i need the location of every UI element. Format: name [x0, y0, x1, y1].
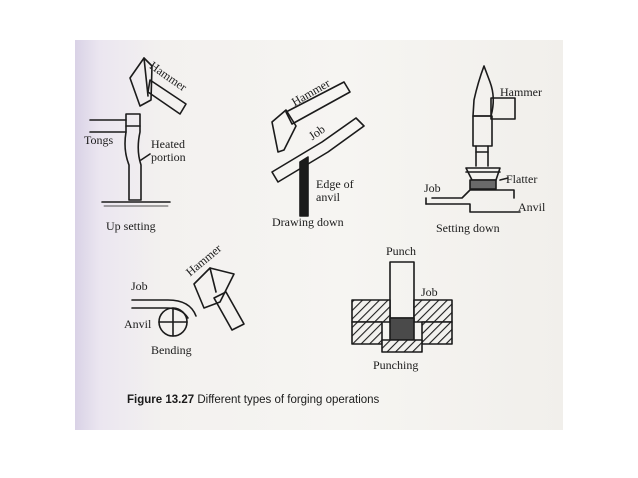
setting-flatter-label: Flatter: [506, 172, 538, 186]
punching-die-right: [421, 321, 453, 345]
setting-hammer-handle: [490, 97, 516, 120]
punching-drawing: [351, 261, 453, 353]
drawing-job-bar: [271, 117, 365, 183]
drawing-edge-label: Edge of: [316, 177, 354, 191]
figure-number: Figure 13.27: [127, 394, 195, 406]
punching-title: Punching: [373, 358, 419, 372]
figure-caption-text: Different types of forging operations: [197, 394, 380, 406]
upsetting-tongs-label: Tongs: [84, 133, 114, 147]
punching-die-left: [351, 321, 383, 345]
drawing-anvil-label: anvil: [316, 190, 340, 204]
bending-job-label: Job: [131, 279, 148, 293]
punching-job-left: [351, 299, 391, 323]
setting-down-drawing: [425, 65, 521, 213]
upsetting-drawing: [89, 57, 187, 207]
upsetting-hammer-head: [129, 57, 153, 107]
drawing-hammer-handle: [285, 81, 351, 125]
setting-job: [431, 189, 515, 199]
upsetting-workpiece: [124, 113, 142, 201]
bending-anvil-label: Anvil: [124, 317, 152, 331]
setting-job-label: Job: [424, 181, 441, 195]
punch-tool: [389, 261, 415, 319]
punching-slug: [389, 317, 415, 341]
upsetting-heated-pointer: [140, 153, 151, 161]
setting-down-title: Setting down: [436, 221, 500, 235]
punching-punch-label: Punch: [386, 244, 416, 258]
drawing-down-title: Drawing down: [272, 215, 344, 229]
bending-drawing: [131, 267, 245, 337]
scanned-page: [75, 40, 563, 430]
setting-anvil-label: Anvil: [518, 200, 546, 214]
drawing-anvil-edge: [299, 156, 309, 217]
punching-die-hole: [381, 339, 423, 353]
upsetting-heated-label: Heated: [151, 137, 185, 151]
punching-job-right: [413, 299, 453, 323]
punching-job-label: Job: [421, 285, 438, 299]
upsetting-hammer-handle: [147, 79, 187, 115]
setting-hammer-shank: [472, 115, 493, 147]
bending-title: Bending: [151, 343, 192, 357]
drawing-hammer-head: [271, 109, 297, 153]
drawing-down-drawing: [271, 81, 365, 217]
setting-flatter-tool: [465, 167, 501, 181]
figure-caption: Figure 13.27 Different types of forging …: [127, 394, 379, 406]
bending-job: [131, 299, 197, 317]
upsetting-title: Up setting: [106, 219, 156, 233]
bending-hammer-head: [193, 267, 235, 309]
setting-anvil: [425, 203, 521, 213]
bending-hammer-handle: [213, 291, 245, 331]
upsetting-portion-label: portion: [151, 150, 186, 164]
setting-hammer-label: Hammer: [500, 85, 542, 99]
